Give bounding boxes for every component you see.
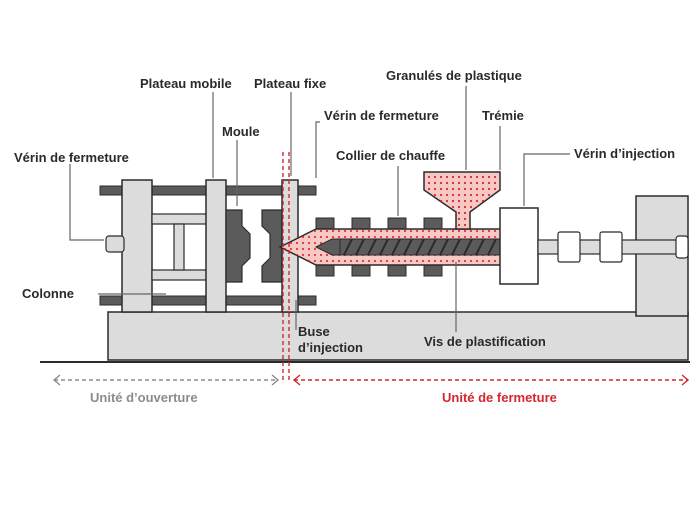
label-buse-line1: Buse [298, 324, 330, 339]
label-collier: Collier de chauffe [336, 148, 445, 163]
label-vis: Vis de plastification [424, 334, 546, 349]
machine-base [40, 195, 690, 363]
label-granules: Granulés de plastique [386, 68, 522, 83]
hopper [423, 171, 501, 230]
label-verin-injection: Vérin d’injection [574, 146, 675, 161]
unit-arrows [52, 374, 690, 386]
label-unite-ouverture: Unité d’ouverture [90, 390, 198, 405]
moving-platen [205, 179, 251, 313]
labels: Plateau mobile Plateau fixe Granulés de … [14, 68, 675, 405]
parting-line [282, 152, 290, 380]
label-verin-fermeture-left: Vérin de fermeture [14, 150, 129, 165]
clamping-cylinder [105, 179, 211, 313]
label-unite-fermeture: Unité de fermeture [442, 390, 557, 405]
label-plateau-mobile: Plateau mobile [140, 76, 232, 91]
label-colonne: Colonne [22, 286, 74, 301]
plasticizing-screw [314, 238, 509, 256]
label-plateau-fixe: Plateau fixe [254, 76, 326, 91]
heater-bands [315, 217, 443, 277]
label-tremie: Trémie [482, 108, 524, 123]
label-verin-fermeture-right: Vérin de fermeture [324, 108, 439, 123]
leader-lines [69, 86, 570, 332]
label-moule: Moule [222, 124, 260, 139]
label-buse-line2: d’injection [298, 340, 363, 355]
injection-cylinder [499, 207, 689, 285]
mould-fixed-half [261, 209, 283, 283]
